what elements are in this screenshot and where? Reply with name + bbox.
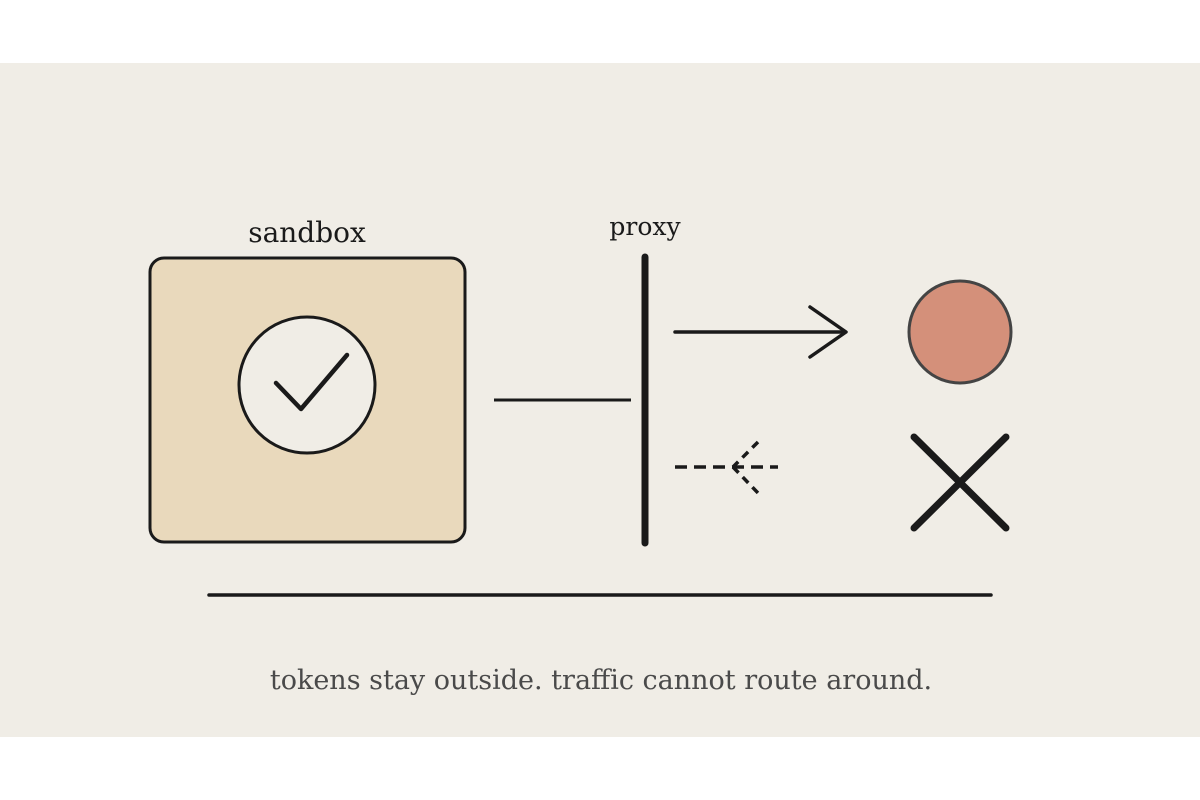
dashed-arrow-left-icon xyxy=(675,440,778,495)
external-service-circle xyxy=(907,279,1013,385)
proxy-label: proxy xyxy=(609,212,681,241)
arrow-right-icon xyxy=(673,305,848,359)
x-icon xyxy=(910,433,1010,532)
caption: tokens stay outside. traffic cannot rout… xyxy=(270,665,932,696)
check-icon xyxy=(237,315,377,455)
sandbox-label: sandbox xyxy=(248,216,366,249)
